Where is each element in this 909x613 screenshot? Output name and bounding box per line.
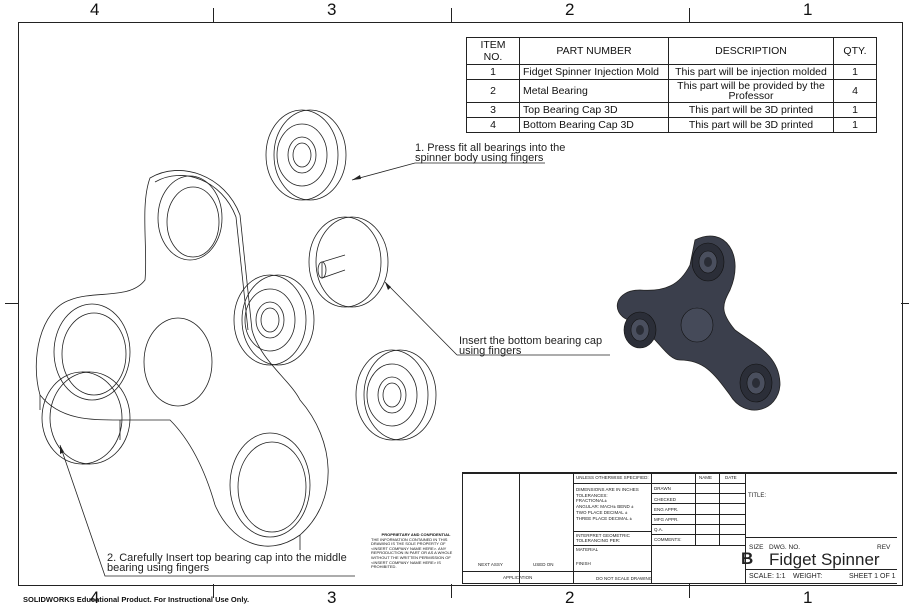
bom-qty: 1: [833, 117, 877, 133]
tb-three: THREE PLACE DECIMAL ±: [576, 516, 633, 521]
bearing-bottom-drawing: [355, 349, 437, 441]
zone-label-top-4: 4: [90, 0, 100, 19]
proprietary-block: PROPRIETARY AND CONFIDENTIAL THE INFORMA…: [371, 532, 461, 570]
tb-checked: CHECKED: [654, 497, 677, 502]
spinner-body-drawing: [35, 170, 329, 550]
bom-part: Metal Bearing: [519, 79, 669, 103]
tb-dont-scale: DO NOT SCALE DRAWING: [596, 576, 653, 581]
tb-application: APPLICATION: [503, 575, 533, 580]
tb-material: MATERIAL: [576, 547, 599, 552]
drawing-frame: [18, 22, 903, 586]
tb-qa: Q.A.: [654, 527, 664, 532]
arrowhead: [385, 282, 391, 290]
tb-comments: COMMENTS:: [654, 537, 682, 542]
zone-divider: [451, 8, 452, 22]
solidworks-footer: SOLIDWORKS Educational Product. For Inst…: [23, 595, 250, 604]
bom-header-desc: DESCRIPTION: [668, 37, 834, 65]
tb-weight: WEIGHT:: [793, 573, 823, 580]
zone-label-top-2: 2: [565, 0, 575, 19]
zone-label-bottom-4: 4: [90, 588, 100, 607]
tb-tol: TOLERANCES:: [576, 493, 608, 498]
assembly-note-3: 2. Carefully Insert top bearing cap into…: [107, 552, 347, 574]
tb-size-value: B: [741, 549, 754, 568]
bom-header-part: PART NUMBER: [519, 37, 669, 65]
zone-divider: [213, 8, 214, 22]
tb-date-header: DATE: [725, 475, 737, 480]
zone-label-bottom-3: 3: [327, 588, 337, 607]
zone-divider: [451, 584, 452, 598]
tb-title-label: TITLE:: [748, 493, 767, 499]
leader-line-2: [384, 281, 610, 356]
top-bearing-cap-drawing: [41, 371, 131, 465]
proprietary-text: THE INFORMATION CONTAINED IN THIS DRAWIN…: [371, 536, 453, 570]
tb-two: TWO PLACE DECIMAL ±: [576, 510, 628, 515]
tb-size-label: SIZE: [749, 544, 764, 551]
tb-sheet: SHEET 1 OF 1: [849, 573, 896, 580]
tb-dims: DIMENSIONS ARE IN INCHES: [576, 487, 639, 492]
tb-mfgappr: MFG APPR.: [654, 517, 679, 522]
bom-desc: This part will be 3D printed: [668, 102, 834, 118]
tb-frac: FRACTIONAL±: [576, 498, 607, 503]
bom-row: 4 Bottom Bearing Cap 3D This part will b…: [466, 117, 877, 133]
proprietary-title: PROPRIETARY AND CONFIDENTIAL: [381, 532, 451, 537]
zone-divider: [689, 584, 690, 598]
bom-part: Bottom Bearing Cap 3D: [519, 117, 669, 133]
leader-line-1: [351, 162, 545, 181]
zone-divider: [901, 303, 909, 304]
bom-row: 3 Top Bearing Cap 3D This part will be 3…: [466, 102, 877, 118]
bom-header-qty: QTY.: [833, 37, 877, 65]
assembly-note-1: 1. Press fit all bearings into the spinn…: [415, 142, 566, 164]
bom-row: 2 Metal Bearing This part will be provid…: [466, 79, 877, 103]
tb-interp: INTERPRET GEOMETRIC TOLERANCING PER:: [576, 533, 630, 543]
tb-used-on: USED ON: [533, 562, 554, 567]
zone-divider: [5, 303, 18, 304]
drawing-title: Fidget Spinner: [769, 550, 880, 569]
assembly-note-2: Insert the bottom bearing cap using fing…: [459, 335, 603, 357]
tb-engappr: ENG APPR.: [654, 507, 679, 512]
bom-row: 1 Fidget Spinner Injection Mold This par…: [466, 64, 877, 80]
tb-drawn: DRAWN: [654, 486, 671, 491]
bom-item: 4: [466, 117, 520, 133]
arrowhead: [60, 445, 64, 454]
fidget-spinner-render: [616, 235, 781, 411]
zone-label-top-3: 3: [327, 0, 337, 19]
zone-label-top-1: 1: [803, 0, 813, 19]
bill-of-materials: ITEM NO. PART NUMBER DESCRIPTION QTY. 1 …: [466, 37, 877, 133]
zone-divider: [213, 584, 214, 598]
tb-next-assy: NEXT ASSY: [478, 562, 503, 567]
bom-desc: This part will be 3D printed: [668, 117, 834, 133]
bottom-bearing-cap-drawing: [308, 216, 389, 308]
bearing-top-drawing: [265, 109, 347, 201]
bom-header-row: ITEM NO. PART NUMBER DESCRIPTION QTY.: [466, 37, 877, 65]
tb-ang: ANGULAR: MACH± BEND ±: [576, 504, 634, 509]
tb-rev-label: REV: [877, 544, 891, 551]
bom-header-item: ITEM NO.: [466, 37, 520, 65]
zone-label-bottom-1: 1: [803, 588, 813, 607]
tb-unless: UNLESS OTHERWISE SPECIFIED:: [576, 475, 649, 480]
tb-scale: SCALE: 1:1: [749, 573, 786, 580]
zone-label-bottom-2: 2: [565, 588, 575, 607]
tb-dwg-no-label: DWG. NO.: [769, 544, 801, 551]
leader-line-3: [59, 444, 355, 577]
title-block: UNLESS OTHERWISE SPECIFIED: NAME DATE DI…: [462, 472, 897, 584]
bearing-middle-drawing: [233, 274, 315, 366]
zone-divider: [689, 8, 690, 22]
arrowhead: [352, 175, 361, 180]
tb-finish: FINISH: [576, 561, 591, 566]
tb-name-header: NAME: [699, 475, 713, 480]
